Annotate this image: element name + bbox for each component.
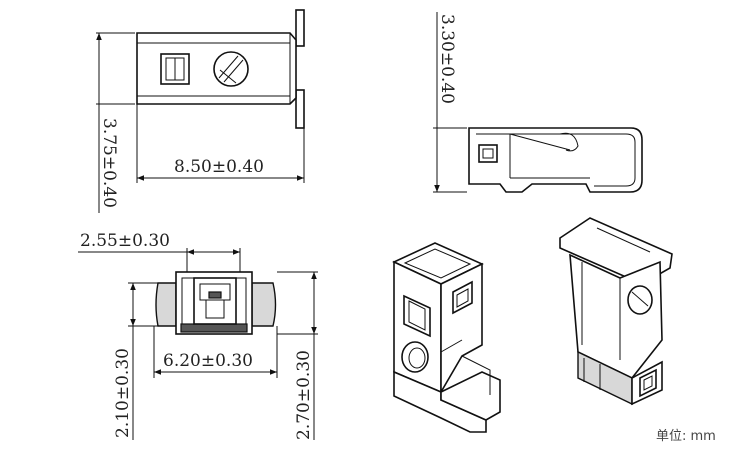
end-outer-width-dimension: 6.20±0.30: [163, 351, 253, 371]
top-length-dimension: 8.50±0.40: [174, 157, 264, 177]
top-view-screw: [213, 51, 249, 87]
top-view-flange-lower: [295, 89, 305, 129]
top-view-flange-upper: [295, 9, 305, 47]
end-inner-width-dimension: 2.55±0.30: [80, 231, 170, 251]
end-outer-height-dimension: 2.70±0.30: [294, 350, 314, 440]
side-view-body: [468, 127, 643, 193]
top-view: 3.75±0.40 8.50±0.40: [96, 9, 305, 213]
end-inner-height-dimension: 2.10±0.30: [113, 348, 133, 438]
iso1-side-face: [440, 262, 483, 395]
isometric-view-front: [392, 242, 501, 433]
isometric-view-rear: [559, 217, 673, 406]
side-height-dimension: 3.30±0.40: [437, 14, 457, 104]
end-view-lug-right: [251, 282, 277, 327]
iso1-front-window: [403, 294, 431, 338]
top-height-dimension: 3.75±0.40: [99, 118, 119, 208]
iso2-screw: [627, 285, 653, 315]
side-view-window: [478, 144, 498, 163]
unit-label: 单位: mm: [656, 429, 716, 444]
side-view: 3.30±0.40: [433, 12, 643, 193]
end-view-socket: [193, 277, 237, 325]
end-view-lug-left: [155, 282, 177, 327]
end-view: 2.55±0.30 6.20±0.30 2.10±0.30 2.70±0.30: [78, 231, 318, 440]
